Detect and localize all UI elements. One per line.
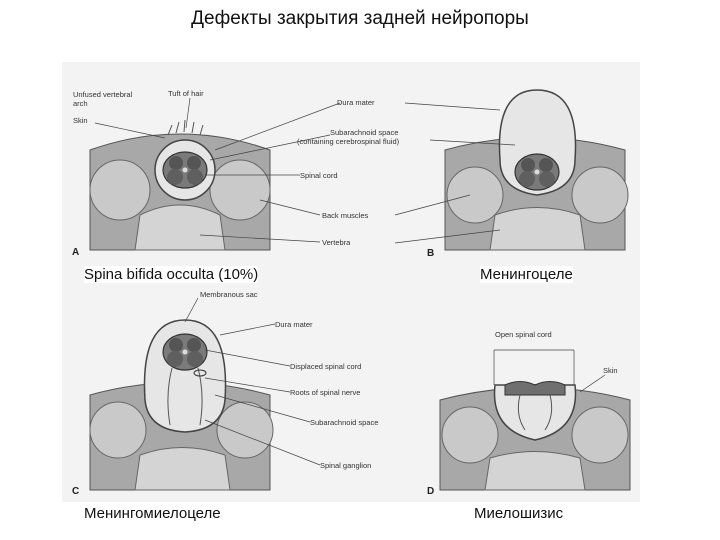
caption-panel-d: Миелошизис: [474, 505, 563, 522]
label-dura-mater-top: Dura mater: [337, 98, 375, 107]
panel-d-drawing: [440, 350, 630, 490]
label-membranous-sac: Membranous sac: [200, 290, 258, 299]
label-subarachnoid-top: Subarachnoid space: [330, 128, 398, 137]
label-spinal-cord: Spinal cord: [300, 171, 338, 180]
label-displaced-cord: Displaced spinal cord: [290, 362, 361, 371]
panel-b-letter: B: [427, 248, 434, 259]
label-skin-a: Skin: [73, 116, 88, 125]
caption-panel-c: Менингомиелоцеле: [84, 505, 221, 522]
label-subarachnoid-c: Subarachnoid space: [310, 418, 378, 427]
label-roots: Roots of spinal nerve: [290, 388, 360, 397]
label-vertebra: Vertebra: [322, 238, 350, 247]
label-dura-mater-c: Dura mater: [275, 320, 313, 329]
label-tuft-of-hair: Tuft of hair: [168, 89, 204, 98]
label-open-cord: Open spinal cord: [495, 330, 552, 339]
label-subarachnoid-top-2: (containing cerebrospinal fluid): [297, 137, 399, 146]
panel-d-letter: D: [427, 486, 434, 497]
panel-a-letter: A: [72, 247, 79, 258]
panel-c-letter: C: [72, 486, 79, 497]
panel-b-drawing: [395, 90, 628, 250]
label-unfused-arch: Unfused vertebral: [73, 90, 132, 99]
label-skin-d: Skin: [603, 366, 618, 375]
caption-panel-a: Spina bifida occulta (10%): [84, 266, 258, 283]
caption-panel-b: Менингоцеле: [480, 266, 573, 283]
label-back-muscles: Back muscles: [322, 211, 368, 220]
label-spinal-ganglion: Spinal ganglion: [320, 461, 371, 470]
label-unfused-arch-2: arch: [73, 99, 88, 108]
